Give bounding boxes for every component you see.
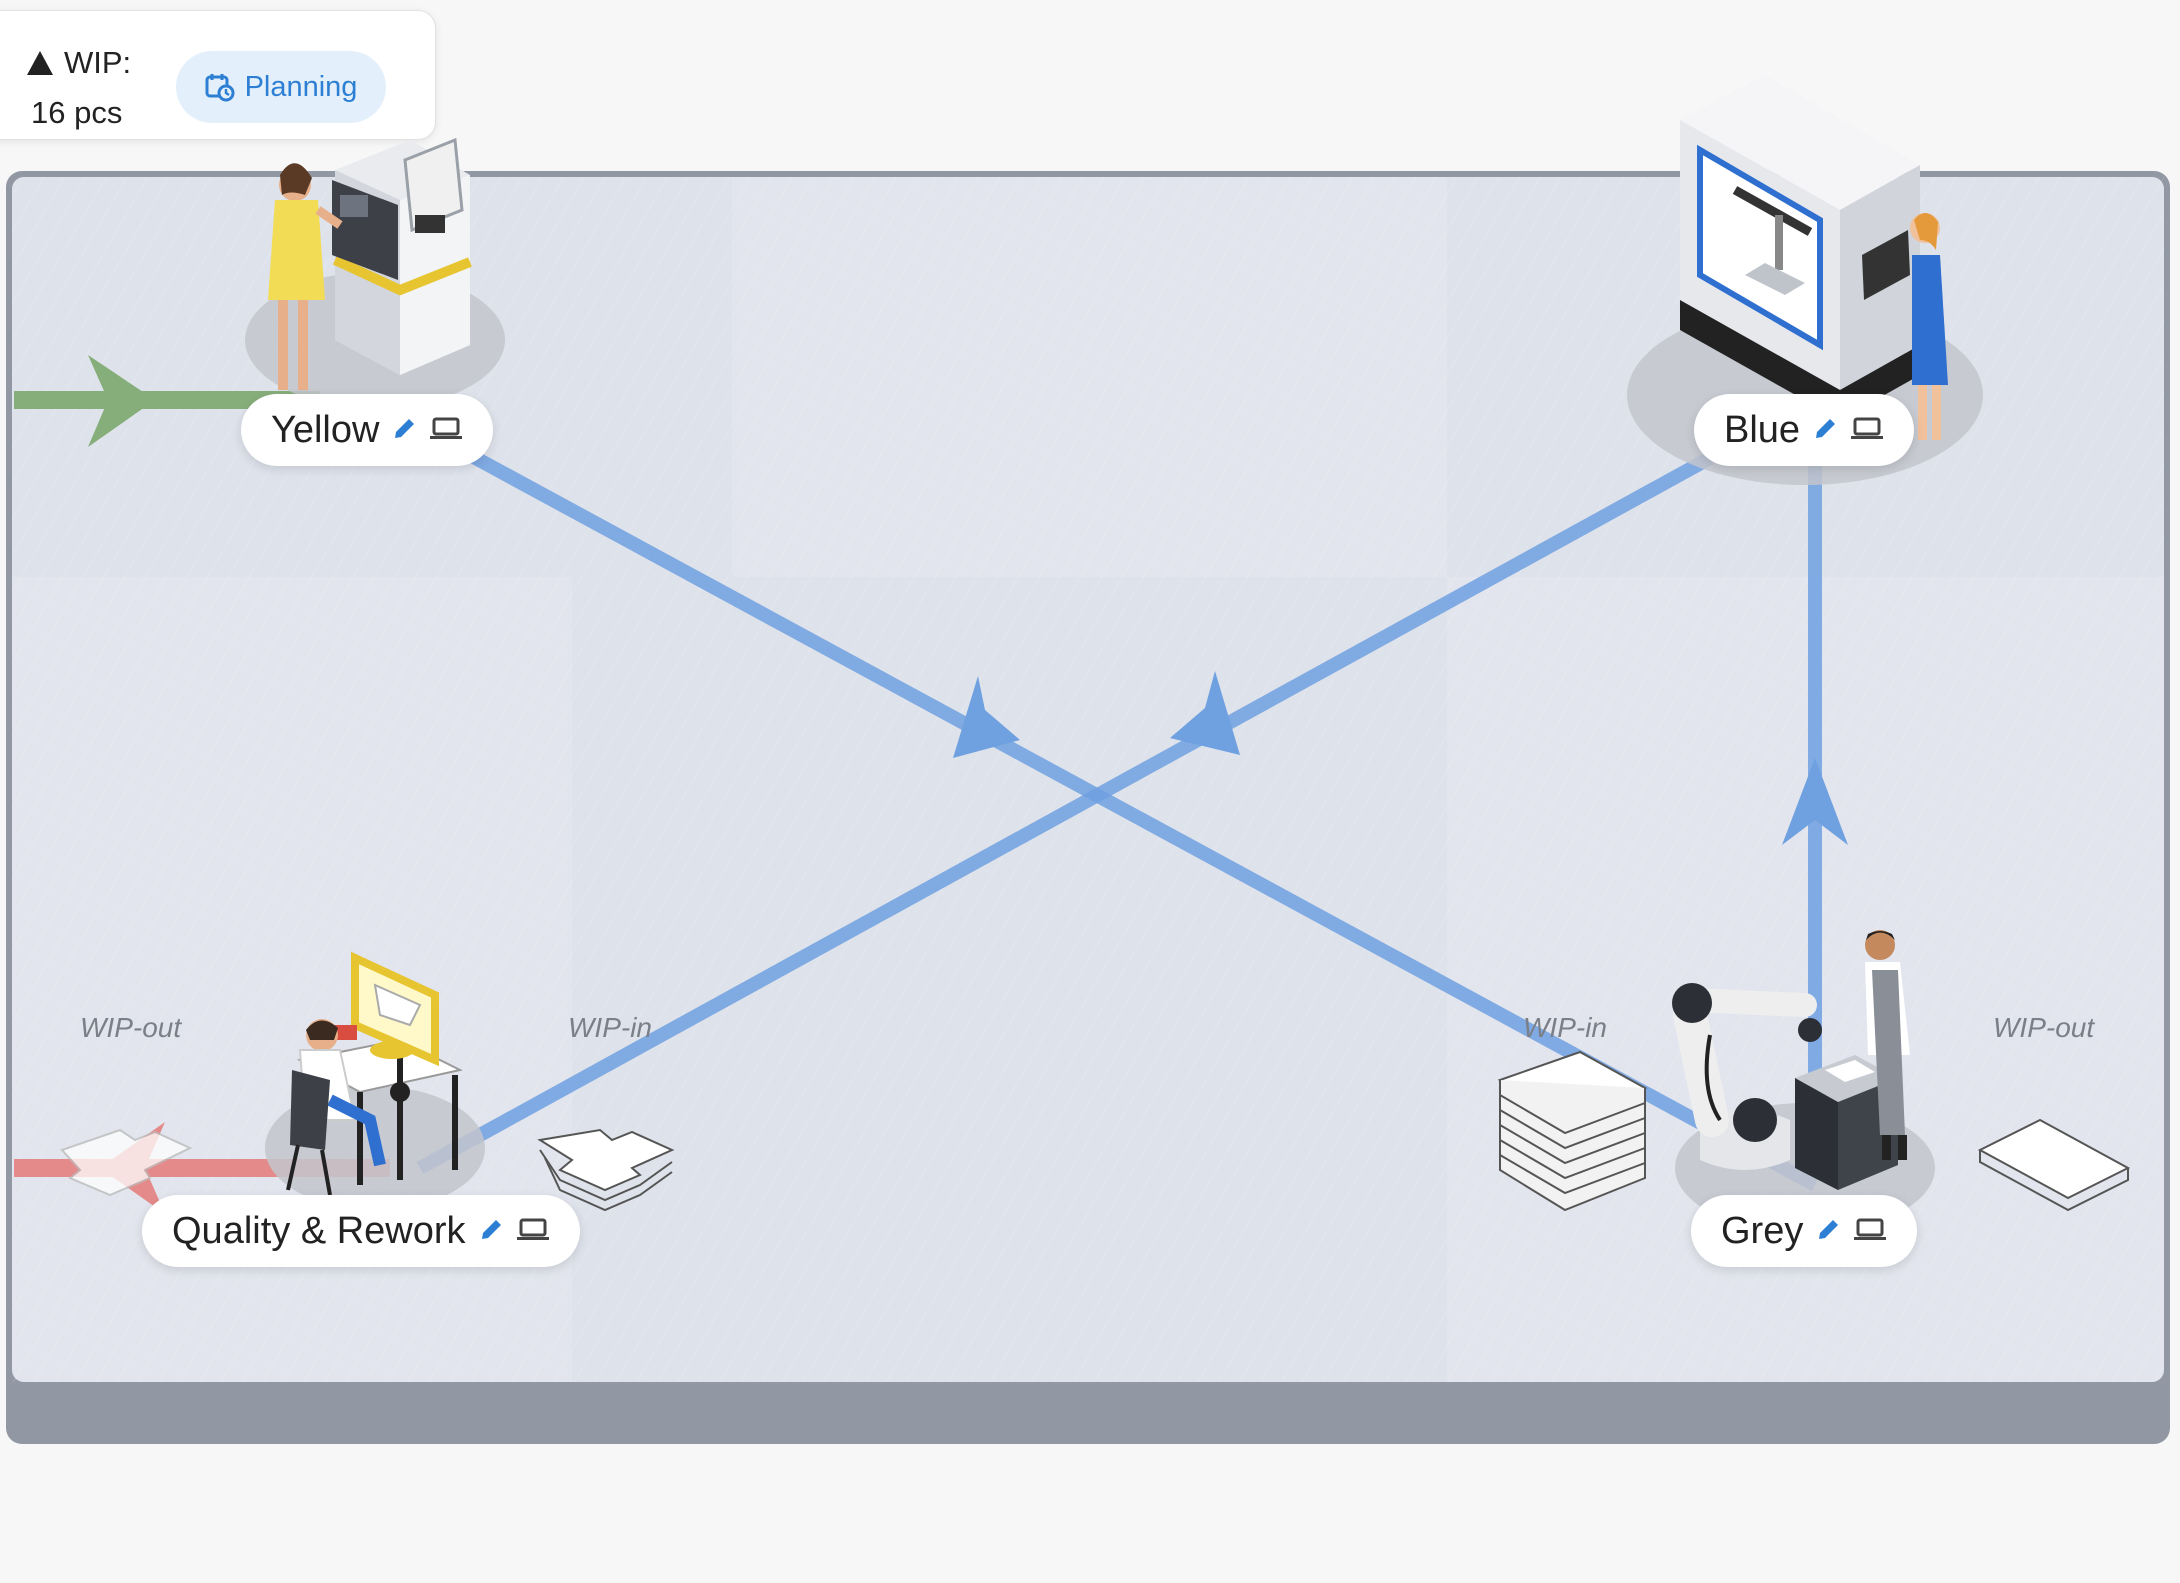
- grey-wip-in-stack: [1497, 1050, 1648, 1212]
- station-yellow[interactable]: Yellow: [241, 394, 494, 466]
- wip-value: 16 pcs: [31, 95, 123, 130]
- yellow-station-illustration: [245, 137, 505, 408]
- calendar-clock-icon: [205, 74, 235, 102]
- station-quality-name: Quality & Rework: [172, 1209, 466, 1252]
- laptop-icon[interactable]: [516, 1210, 550, 1253]
- pencil-icon[interactable]: [391, 409, 417, 452]
- station-blue-name: Blue: [1724, 408, 1801, 451]
- station-quality-rework[interactable]: Quality & Rework: [142, 1195, 580, 1267]
- planning-button[interactable]: Planning: [176, 51, 386, 123]
- quality-wip-in-stack: [537, 1128, 675, 1212]
- station-grey[interactable]: Grey: [1691, 1195, 1918, 1267]
- planning-label: Planning: [244, 70, 358, 103]
- station-grey-name: Grey: [1721, 1209, 1804, 1252]
- flow-grey-to-blue: [1782, 458, 1848, 1175]
- pencil-icon[interactable]: [1815, 1210, 1841, 1253]
- grey-wip-out-stack: [1977, 1118, 2131, 1212]
- laptop-icon[interactable]: [1853, 1210, 1887, 1253]
- grey-wip-in-label: WIP-in: [1523, 1012, 1607, 1043]
- pencil-icon[interactable]: [1812, 409, 1838, 452]
- wip-label: WIP:: [26, 45, 131, 81]
- laptop-icon[interactable]: [429, 409, 463, 452]
- pencil-icon[interactable]: [478, 1210, 504, 1253]
- quality-wip-out-stack: [60, 1128, 193, 1197]
- grey-wip-out-label: WIP-out: [1993, 1012, 2095, 1043]
- flow-blue-to-quality: [416, 451, 1714, 1175]
- quality-station-illustration: [265, 951, 485, 1210]
- wip-label-text: WIP:: [64, 45, 132, 80]
- station-blue[interactable]: Blue: [1694, 394, 1915, 466]
- warning-triangle-icon: [27, 51, 53, 75]
- station-yellow-name: Yellow: [271, 408, 380, 451]
- quality-wip-in-label: WIP-in: [568, 1012, 652, 1043]
- quality-wip-out-label: WIP-out: [80, 1012, 182, 1043]
- laptop-icon[interactable]: [1850, 409, 1884, 452]
- wip-status-card: : WIP: 16 pcs Planning: [0, 10, 436, 140]
